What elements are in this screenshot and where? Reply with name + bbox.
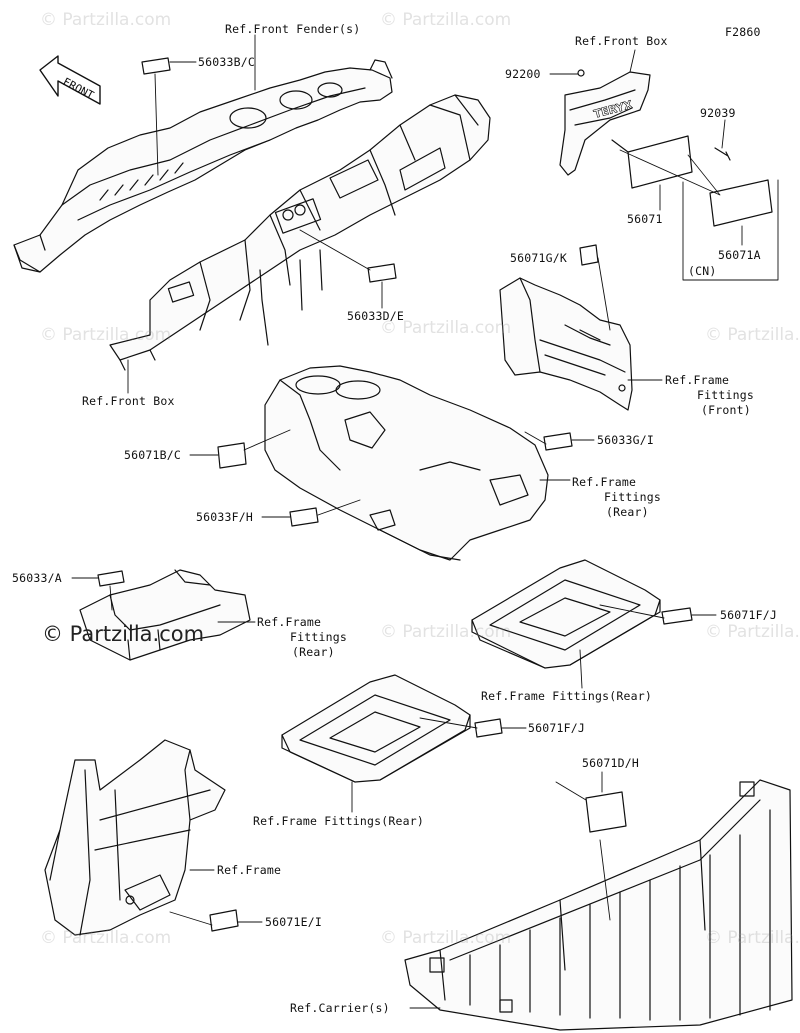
front-box-part bbox=[109, 94, 491, 371]
label-ref-ff-rear-b-1: Ref.Frame bbox=[257, 615, 322, 629]
decal-56071g bbox=[579, 244, 599, 266]
frame-fittings-rear-c-part bbox=[471, 559, 661, 669]
leader-lines bbox=[71, 34, 743, 1009]
label-ref-frame-fittings-front-1: Ref.Frame bbox=[665, 373, 730, 387]
label-ref-ff-rear-c: Ref.Frame Fittings(Rear) bbox=[481, 689, 652, 703]
watermark: © Partzilla.com bbox=[40, 10, 172, 30]
frame-fittings-front-part bbox=[499, 277, 633, 411]
label-56033a[interactable]: 56033/A bbox=[12, 571, 62, 585]
label-ref-frame-fittings-front-2: Fittings bbox=[697, 388, 754, 402]
label-56033gi[interactable]: 56033G/I bbox=[597, 433, 654, 447]
label-ref-ff-rear-a-1: Ref.Frame bbox=[572, 475, 637, 489]
decal-56033a bbox=[97, 570, 125, 587]
frame-fittings-rear-d-part bbox=[281, 674, 471, 783]
label-ref-ff-rear-b-3: (Rear) bbox=[292, 645, 335, 659]
label-92200[interactable]: 92200 bbox=[505, 67, 541, 81]
decal-56033d bbox=[367, 263, 397, 283]
watermark: © Partzilla.com bbox=[42, 622, 205, 646]
label-56071fj-1[interactable]: 56071F/J bbox=[720, 608, 777, 622]
label-ref-frame: Ref.Frame bbox=[217, 863, 282, 877]
label-ref-ff-rear-a-3: (Rear) bbox=[606, 505, 649, 519]
decal-56071 bbox=[611, 135, 693, 189]
label-ref-front-box-top: Ref.Front Box bbox=[575, 34, 668, 48]
label-56071fj-2[interactable]: 56071F/J bbox=[528, 721, 585, 735]
decal-56071d bbox=[585, 791, 627, 833]
watermark: © Partzilla.com bbox=[705, 622, 800, 642]
label-56071gk[interactable]: 56071G/K bbox=[510, 251, 567, 265]
watermark: © Partzilla.com bbox=[705, 325, 800, 345]
frame-part bbox=[44, 739, 226, 936]
front-arrow-icon: FRONT bbox=[39, 55, 101, 105]
diagram-id: F2860 bbox=[725, 25, 761, 39]
label-56071dh[interactable]: 56071D/H bbox=[582, 756, 639, 770]
carrier-part bbox=[404, 779, 793, 1031]
label-56033fh[interactable]: 56033F/H bbox=[196, 510, 253, 524]
watermark: © Partzilla.com bbox=[380, 318, 512, 338]
label-56071[interactable]: 56071 bbox=[627, 212, 663, 226]
label-56071bc[interactable]: 56071B/C bbox=[124, 448, 181, 462]
decal-56071e bbox=[209, 909, 239, 932]
decal-56071f-1 bbox=[661, 607, 693, 625]
decal-56033g bbox=[543, 432, 573, 451]
label-ref-front-box-left: Ref.Front Box bbox=[82, 394, 175, 408]
watermark: © Partzilla.com bbox=[380, 622, 512, 642]
label-56033de[interactable]: 56033D/E bbox=[347, 309, 404, 323]
label-cn: (CN) bbox=[688, 264, 717, 278]
decal-56071b bbox=[217, 442, 247, 469]
watermark: © Partzilla.com bbox=[705, 928, 800, 948]
decal-56071f-2 bbox=[474, 718, 503, 738]
label-56071a[interactable]: 56071A bbox=[718, 248, 761, 262]
label-ref-front-fenders: Ref.Front Fender(s) bbox=[225, 22, 361, 36]
label-92039[interactable]: 92039 bbox=[700, 106, 736, 120]
label-ref-ff-rear-b-2: Fittings bbox=[290, 630, 347, 644]
label-ref-frame-fittings-front-3: (Front) bbox=[701, 403, 751, 417]
frame-fittings-rear-a-part bbox=[264, 365, 549, 561]
label-ref-ff-rear-a-2: Fittings bbox=[604, 490, 661, 504]
decal-56033b bbox=[141, 57, 171, 75]
label-ref-ff-rear-d: Ref.Frame Fittings(Rear) bbox=[253, 814, 424, 828]
watermark: © Partzilla.com bbox=[380, 928, 512, 948]
front-fender-part bbox=[13, 59, 393, 273]
label-ref-carriers: Ref.Carrier(s) bbox=[290, 1001, 390, 1015]
watermark: © Partzilla.com bbox=[40, 325, 172, 345]
label-56071ei[interactable]: 56071E/I bbox=[265, 915, 322, 929]
label-56033bc[interactable]: 56033B/C bbox=[198, 55, 255, 69]
decal-56071a bbox=[709, 179, 773, 227]
watermark: © Partzilla.com bbox=[380, 10, 512, 30]
watermark: © Partzilla.com bbox=[40, 928, 172, 948]
decal-56033f bbox=[289, 507, 319, 527]
frame-fittings-rear-b-part bbox=[79, 569, 251, 661]
